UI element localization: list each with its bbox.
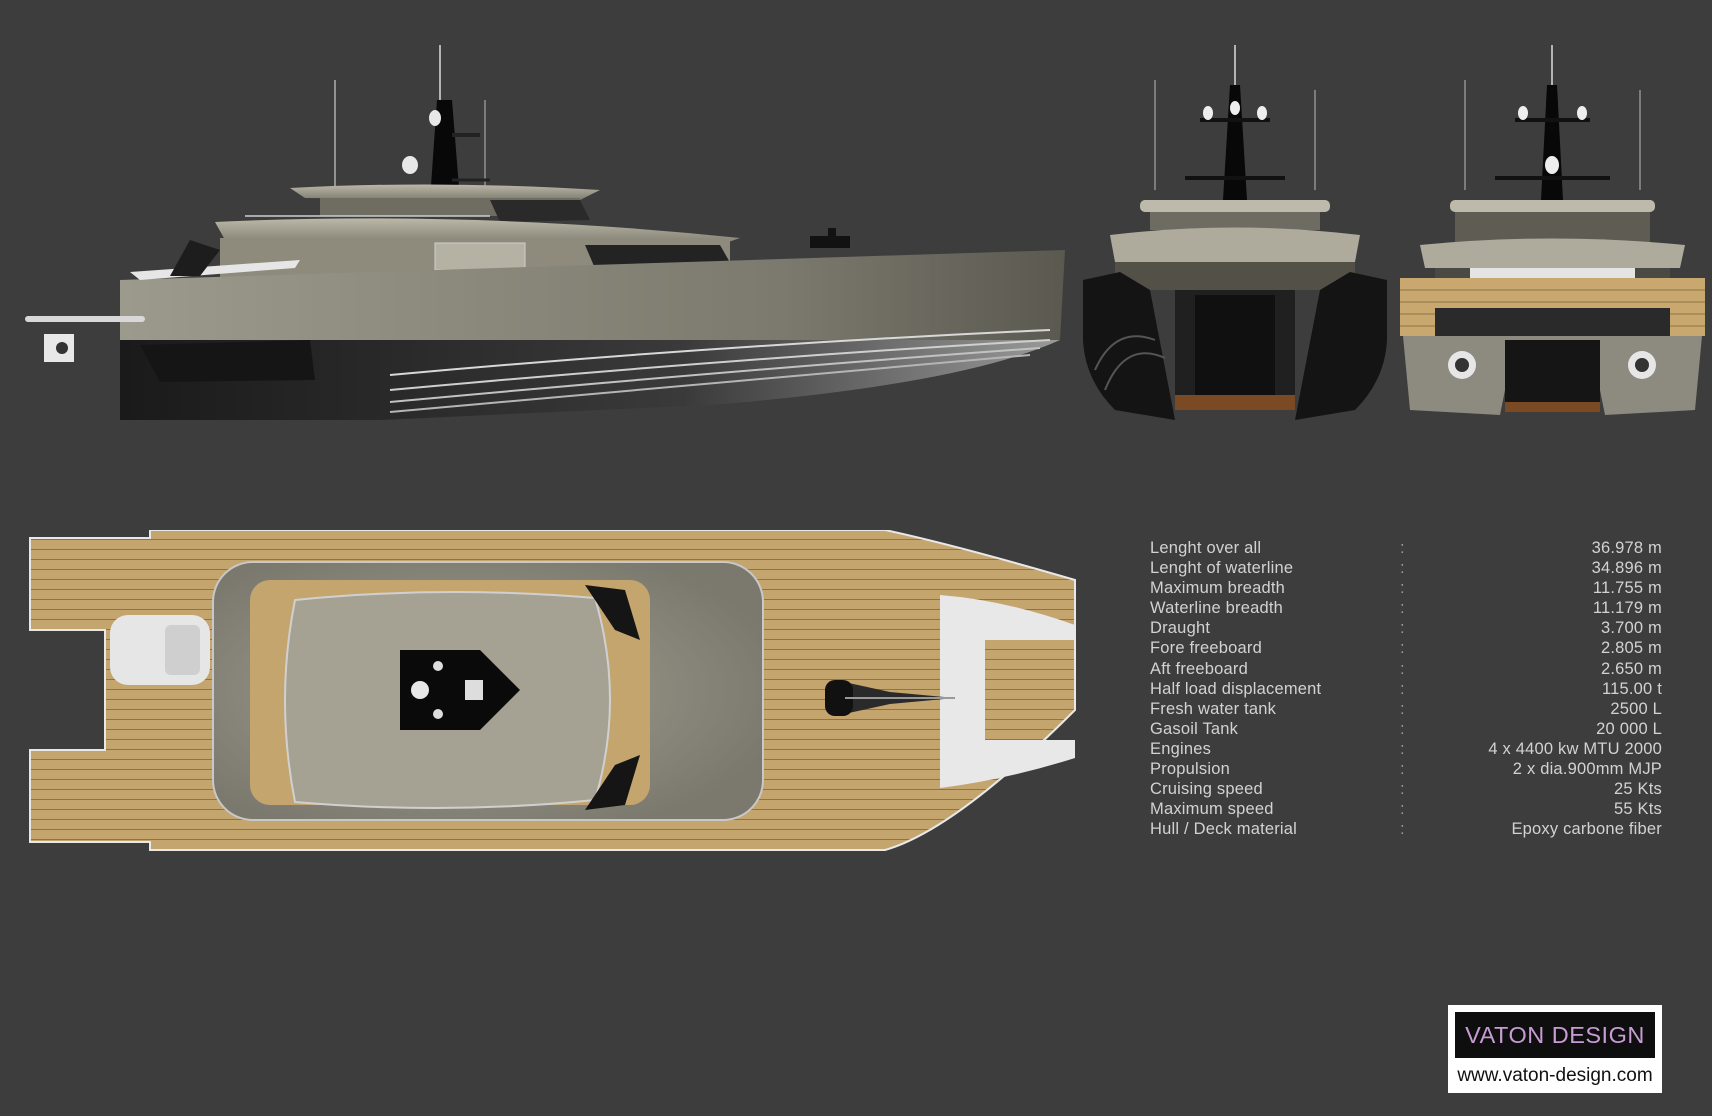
spec-separator: : [1400,539,1405,557]
spec-row: Lenght over all: 36.978 m [1150,538,1662,558]
spec-separator: : [1400,780,1405,799]
spec-row: Cruising speed: 25 Kts [1150,779,1662,799]
spec-row: Engines: 4 x 4400 kw MTU 2000 [1150,739,1662,759]
spec-separator: : [1400,679,1405,698]
spec-value: 25 Kts [1614,780,1662,799]
rear-elevation-drawing [1400,45,1705,415]
spec-label: Engines [1150,739,1212,758]
spec-label: Aft freeboard [1150,659,1248,678]
spec-label: Waterline breadth [1150,599,1284,618]
brand-logo-box: VATON DESIGN www.vaton-design.com [1448,1005,1662,1093]
spec-label: Fresh water tank [1150,699,1277,718]
front-elevation-drawing [1083,45,1387,420]
spec-value: 20 000 L [1596,719,1662,738]
spec-separator: : [1400,760,1405,779]
spec-row: Aft freeboard: 2.650 m [1150,659,1662,679]
spec-row: Half load displacement: 115.00 t [1150,679,1662,699]
spec-value: 55 Kts [1614,800,1662,819]
plan-view-drawing [29,530,1076,851]
spec-value: 115.00 t [1601,679,1662,698]
spec-value: 2.650 m [1600,659,1662,678]
spec-separator: : [1400,800,1405,819]
spec-row: Maximum speed: 55 Kts [1150,799,1662,819]
spec-row: Gasoil Tank: 20 000 L [1150,719,1662,739]
spec-separator: : [1400,619,1405,638]
spec-label: Hull / Deck material [1150,820,1298,839]
spec-value: Epoxy carbone fiber [1511,820,1662,839]
spec-value: 2500 L [1610,699,1662,718]
spec-separator: : [1400,739,1405,758]
spec-row: Propulsion: 2 x dia.900mm MJP [1150,759,1662,779]
brand-name: VATON DESIGN [1455,1012,1655,1058]
spec-label: Lenght over all [1150,539,1262,557]
spec-row: Maximum breadth: 11.755 m [1150,578,1662,598]
spec-label: Maximum breadth [1150,579,1286,598]
spec-row: Waterline breadth: 11.179 m [1150,598,1662,618]
spec-row: Hull / Deck material: Epoxy carbone fiber [1150,819,1662,839]
spec-separator: : [1400,579,1405,598]
spec-value: 2 x dia.900mm MJP [1512,760,1662,779]
spec-separator: : [1400,659,1405,678]
spec-separator: : [1400,599,1405,618]
spec-separator: : [1400,719,1405,738]
spec-row: Fore freeboard: 2.805 m [1150,638,1662,658]
spec-value: 34.896 m [1591,559,1662,578]
spec-value: 36.978 m [1591,539,1662,557]
spec-separator: : [1400,559,1405,578]
spec-row: Fresh water tank: 2500 L [1150,699,1662,719]
spec-value: 11.179 m [1592,599,1662,618]
spec-row: Draught: 3.700 m [1150,618,1662,638]
side-elevation-drawing [25,45,1065,420]
spec-value: 3.700 m [1600,619,1662,638]
spec-label: Lenght of waterline [1150,559,1294,578]
specifications-table: Lenght over all: 36.978 m Lenght of water… [1150,538,1662,839]
spec-value: 4 x 4400 kw MTU 2000 [1488,739,1662,758]
spec-label: Maximum speed [1150,800,1274,819]
spec-label: Propulsion [1150,760,1230,779]
spec-value: 2.805 m [1600,639,1662,658]
brand-url[interactable]: www.vaton-design.com [1457,1065,1653,1086]
spec-separator: : [1400,699,1405,718]
spec-label: Gasoil Tank [1150,719,1239,738]
spec-value: 11.755 m [1592,579,1662,598]
spec-label: Draught [1150,619,1211,638]
spec-separator: : [1400,820,1405,839]
spec-row: Lenght of waterline: 34.896 m [1150,558,1662,578]
spec-label: Fore freeboard [1150,639,1262,658]
spec-label: Half load displacement [1150,679,1322,698]
spec-label: Cruising speed [1150,780,1263,799]
spec-separator: : [1400,639,1405,658]
